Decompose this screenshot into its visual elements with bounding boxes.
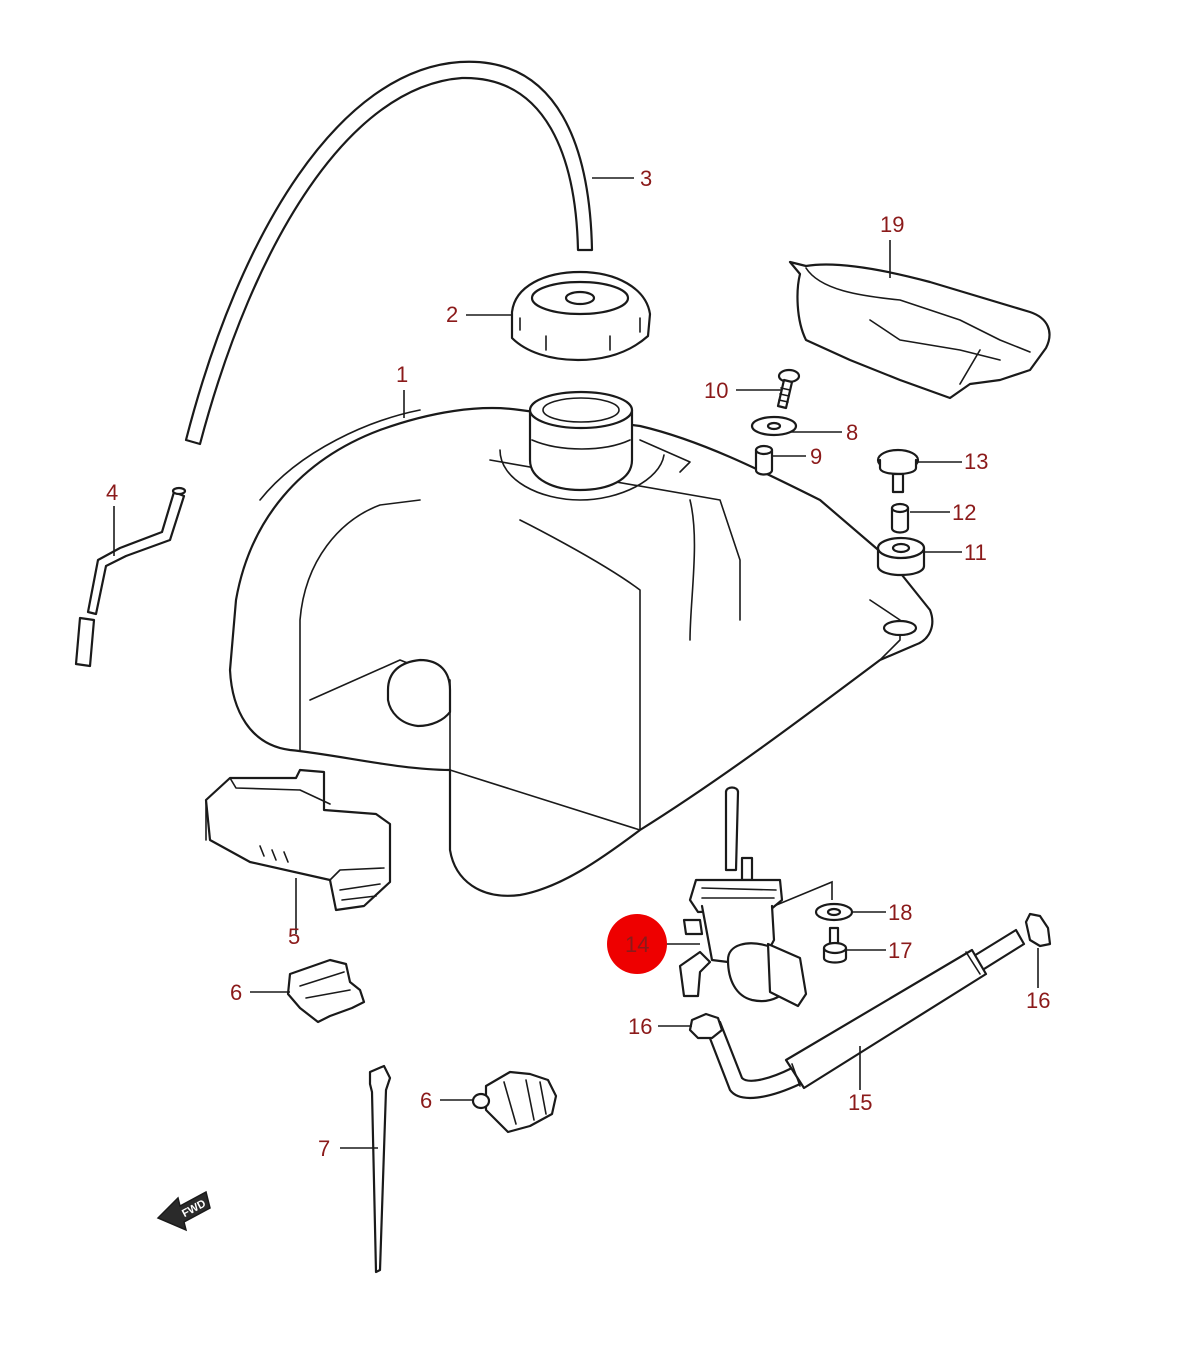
callout-1: 1 <box>396 362 408 387</box>
collar-part-9 <box>754 444 774 476</box>
screw-part-10 <box>776 368 801 410</box>
callout-7: 7 <box>318 1136 330 1161</box>
callout-9: 9 <box>810 444 822 469</box>
callout-labels: 3 19 2 1 10 8 9 13 12 11 4 5 6 6 7 14 18… <box>106 166 1050 1161</box>
callout-2: 2 <box>446 302 458 327</box>
collar-part-12 <box>890 502 910 534</box>
washer-part-18 <box>814 902 854 922</box>
fwd-arrow: FWD <box>156 1190 211 1232</box>
callout-6-lower: 6 <box>420 1088 432 1113</box>
callout-12: 12 <box>952 500 976 525</box>
vent-hose-part-3 <box>184 60 594 446</box>
callout-15: 15 <box>848 1090 872 1115</box>
callout-19: 19 <box>880 212 904 237</box>
bolt-part-13 <box>876 448 920 494</box>
hose-clip-part-16-right <box>1024 912 1052 948</box>
callout-16-right: 16 <box>1026 988 1050 1013</box>
callout-4: 4 <box>106 480 118 505</box>
fuel-hose-part-15 <box>704 928 1026 1099</box>
clamp-part-6-upper <box>286 958 366 1024</box>
cushion-part-11 <box>876 536 926 576</box>
bolt-part-17 <box>822 926 848 964</box>
callout-3: 3 <box>640 166 652 191</box>
fuel-cock-part-14 <box>678 786 808 1008</box>
hose-part-4 <box>74 486 187 668</box>
callout-13: 13 <box>964 449 988 474</box>
callout-6-upper: 6 <box>230 980 242 1005</box>
callout-11: 11 <box>964 540 987 565</box>
fuel-tank-part-1 <box>228 390 934 897</box>
callout-17: 17 <box>888 938 912 963</box>
cover-part-19 <box>788 260 1051 400</box>
callout-16-left: 16 <box>628 1014 652 1039</box>
callout-18: 18 <box>888 900 912 925</box>
hose-clip-part-16-left <box>688 1012 724 1040</box>
cable-tie-part-7 <box>368 1064 392 1274</box>
callout-10: 10 <box>704 378 728 403</box>
leader-lines <box>113 177 1039 1149</box>
callout-5: 5 <box>288 924 300 949</box>
clamp-part-6-lower <box>471 1070 558 1134</box>
highlight-marker <box>607 914 667 974</box>
bracket-part-5 <box>204 768 392 912</box>
callout-8: 8 <box>846 420 858 445</box>
callout-14: 14 <box>625 932 649 957</box>
washer-part-8 <box>750 415 798 437</box>
fuel-cap-part-2 <box>510 270 652 362</box>
